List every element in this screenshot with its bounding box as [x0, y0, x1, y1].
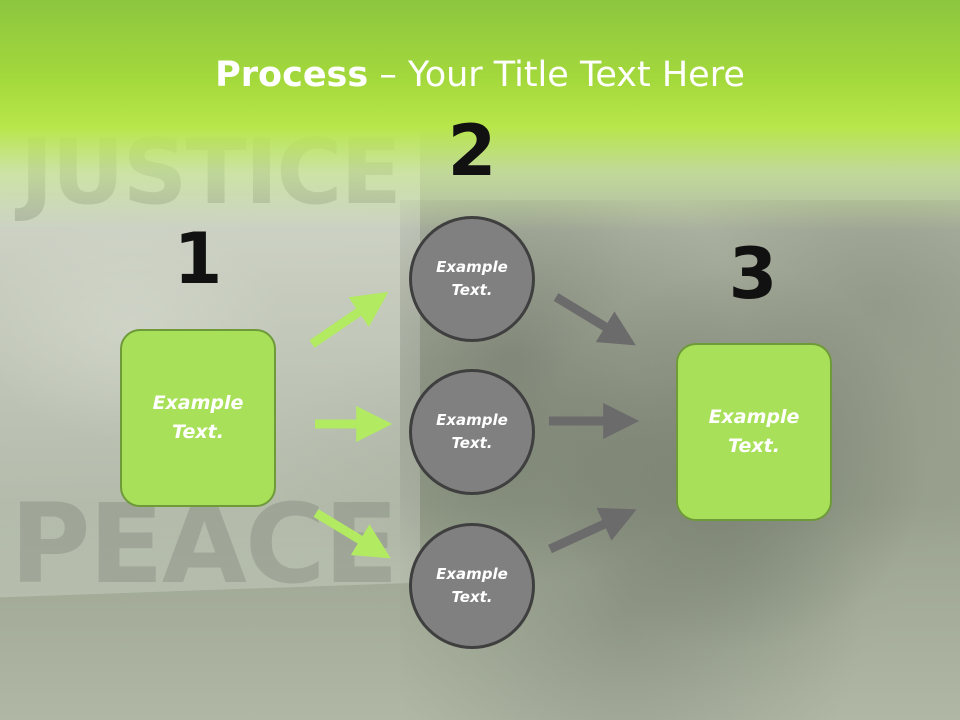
circle-top-line2: Text.	[451, 281, 493, 299]
circle-bottom-line1: Example	[436, 565, 508, 583]
step-1-box-line2: Text.	[172, 421, 224, 443]
arrow-green-down-right	[313, 509, 391, 559]
circle-middle-line2: Text.	[451, 434, 493, 452]
step-number-2: 2	[447, 110, 497, 192]
circle-bottom-line2: Text.	[451, 588, 493, 606]
step-3-box: Example Text.	[676, 343, 832, 521]
step-number-1: 1	[173, 218, 223, 300]
step-1-box: Example Text.	[120, 329, 276, 507]
arrow-green-up-right	[309, 291, 389, 348]
title-rest: – Your Title Text Here	[368, 55, 745, 95]
step-2-circle-top: Example Text.	[409, 216, 535, 342]
step-3-box-line1: Example	[708, 406, 800, 428]
slide-title: Process – Your Title Text Here	[0, 55, 960, 95]
step-2-circle-middle: Example Text.	[409, 369, 535, 495]
arrow-gray-up-right	[548, 507, 637, 554]
arrow-gray-down-right	[553, 293, 636, 346]
step-3-box-line2: Text.	[728, 435, 780, 457]
step-2-circle-bottom: Example Text.	[409, 523, 535, 649]
title-bold: Process	[215, 55, 369, 95]
header-band	[0, 0, 960, 230]
circle-middle-line1: Example	[436, 411, 508, 429]
step-1-box-line1: Example	[152, 392, 244, 414]
step-number-3: 3	[728, 233, 778, 315]
circle-top-line1: Example	[436, 258, 508, 276]
